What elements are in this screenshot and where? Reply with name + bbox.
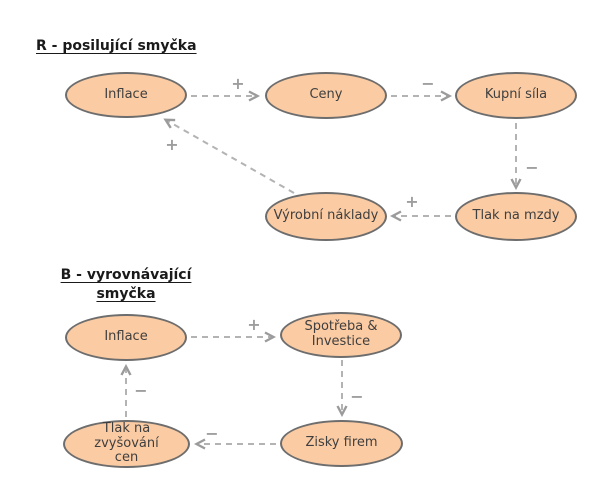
node-r-vyrobni-naklady-label: Výrobní náklady: [273, 208, 379, 224]
loop-b-title-line1: B - vyrovnávající: [60, 267, 192, 283]
loop-r-title: R - posilující smyčka: [36, 37, 197, 56]
sign-b-spotreba-zisky: −: [350, 387, 364, 406]
node-b-inflace: Inflace: [65, 314, 187, 361]
node-b-tlak-na-zvysovani-cen-label: Tlak na zvyšování cen: [94, 420, 159, 466]
node-b-inflace-label: Inflace: [104, 329, 148, 345]
sign-b-zisky-tlak: −: [205, 424, 219, 443]
sign-r-tlak-na-mzdy-vyrobni-naklady: +: [405, 192, 419, 211]
sign-b-tlak-inflace: −: [134, 381, 148, 400]
node-b-zisky-firem-label: Zisky firem: [305, 435, 378, 451]
node-b-spotreba-investice-label: Spotřeba & Investice: [304, 319, 378, 349]
node-r-ceny: Ceny: [265, 72, 387, 119]
loop-b-title-line2: smyčka: [96, 286, 156, 302]
node-r-tlak-na-mzdy: Tlak na mzdy: [455, 192, 577, 241]
node-b-spotreba-investice: Spotřeba & Investice: [280, 312, 402, 358]
sign-r-kupni-sila-tlak-na-mzdy: −: [525, 158, 539, 177]
loop-r-title-text: R - posilující smyčka: [36, 38, 197, 54]
node-r-inflace: Inflace: [65, 72, 187, 118]
node-r-vyrobni-naklady: Výrobní náklady: [265, 192, 387, 241]
node-r-kupni-sila: Kupní síla: [455, 72, 577, 119]
node-r-inflace-label: Inflace: [104, 86, 148, 102]
node-r-tlak-na-mzdy-label: Tlak na mzdy: [472, 208, 560, 224]
node-r-ceny-label: Ceny: [309, 87, 343, 103]
sign-r-inflace-ceny: +: [231, 74, 245, 93]
sign-b-inflace-spotreba: +: [247, 315, 261, 334]
node-b-tlak-na-zvysovani-cen: Tlak na zvyšování cen: [63, 420, 190, 468]
node-r-kupni-sila-label: Kupní síla: [484, 87, 548, 103]
sign-r-ceny-kupni-sila: −: [421, 74, 435, 93]
node-b-zisky-firem: Zisky firem: [280, 420, 403, 467]
sign-r-vyrobni-naklady-inflace: +: [165, 135, 179, 154]
loop-b-title: B - vyrovnávající smyčka: [45, 266, 207, 304]
edge-r-vyrobni-naklady-to-inflace: [166, 120, 295, 194]
